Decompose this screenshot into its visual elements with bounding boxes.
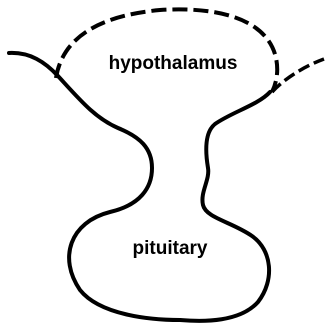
pituitary-label: pituitary [133, 238, 208, 259]
hypothalamus-dashed-boundary [56, 9, 277, 92]
right-contour [180, 92, 270, 321]
left-contour [9, 53, 180, 320]
right-tail-line [272, 59, 324, 92]
hypothalamus-label: hypothalamus [109, 53, 238, 74]
